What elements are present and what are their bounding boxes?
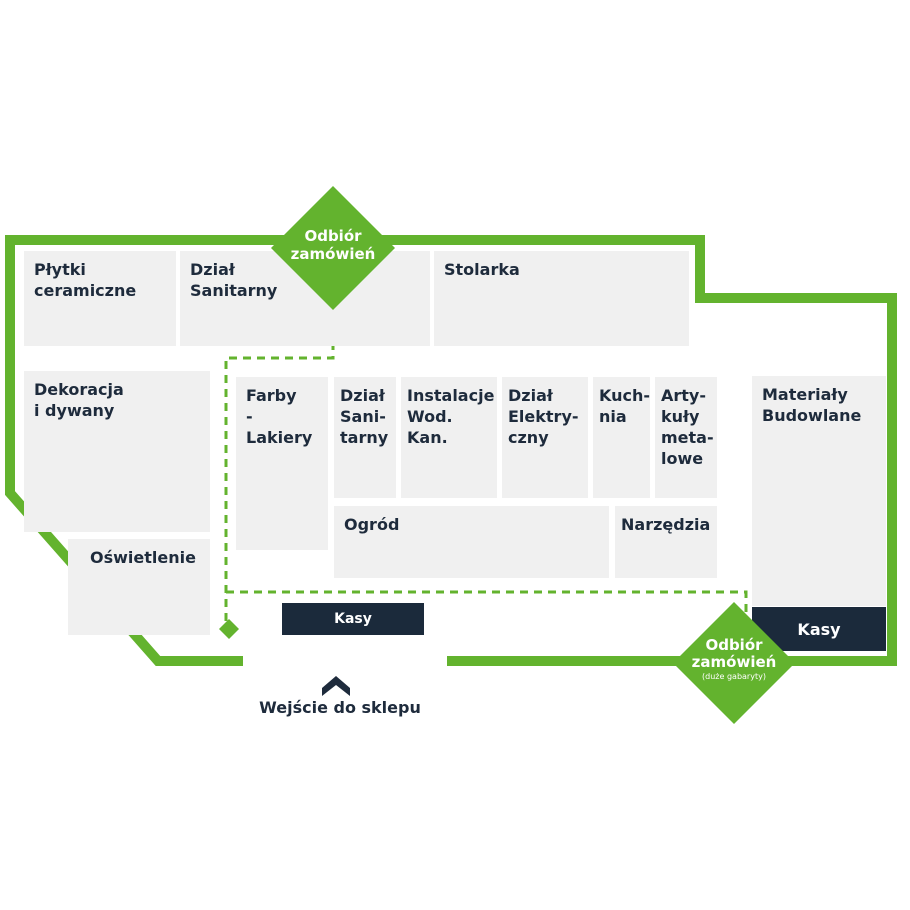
checkout-small[interactable]: Kasy — [282, 603, 424, 635]
pickup-bottom-diamond[interactable] — [671, 600, 797, 726]
pickup-top-label: Odbiór zamówień — [290, 227, 376, 263]
dept-ogrod[interactable]: Ogród — [334, 506, 609, 578]
route-end-marker — [219, 619, 239, 639]
route-path-lower — [226, 590, 748, 612]
dept-stolarka[interactable]: Stolarka — [434, 251, 689, 346]
entrance-label: Wejście do sklepu — [259, 698, 421, 717]
pickup-top-diamond[interactable] — [269, 184, 397, 312]
dept-kuchnia[interactable]: Kuch- nia — [593, 377, 650, 498]
dept-farby-lakiery[interactable]: Farby -Lakiery — [236, 377, 328, 550]
dept-materialy-budowlane[interactable]: Materiały Budowlane — [752, 376, 886, 606]
dept-elektryczny[interactable]: Dział Elektry- czny — [502, 377, 588, 498]
pickup-bottom-label: Odbiór zamówień (duże gabaryty) — [691, 636, 777, 682]
dept-dekoracja[interactable]: Dekoracja i dywany — [24, 371, 210, 532]
dept-oswietlenie[interactable]: Oświetlenie — [68, 539, 210, 635]
entrance-arrow-icon — [322, 676, 350, 696]
dept-instalacje[interactable]: Instalacje Wod. Kan. — [401, 377, 497, 498]
dept-sanitarny-mid[interactable]: Dział Sani- tarny — [334, 377, 396, 498]
dept-artykuly-metalowe[interactable]: Arty- kuły meta- lowe — [655, 377, 717, 498]
dept-narzedzia[interactable]: Narzędzia — [615, 506, 717, 578]
dept-plytki-ceramiczne[interactable]: Płytki ceramiczne — [24, 251, 176, 346]
